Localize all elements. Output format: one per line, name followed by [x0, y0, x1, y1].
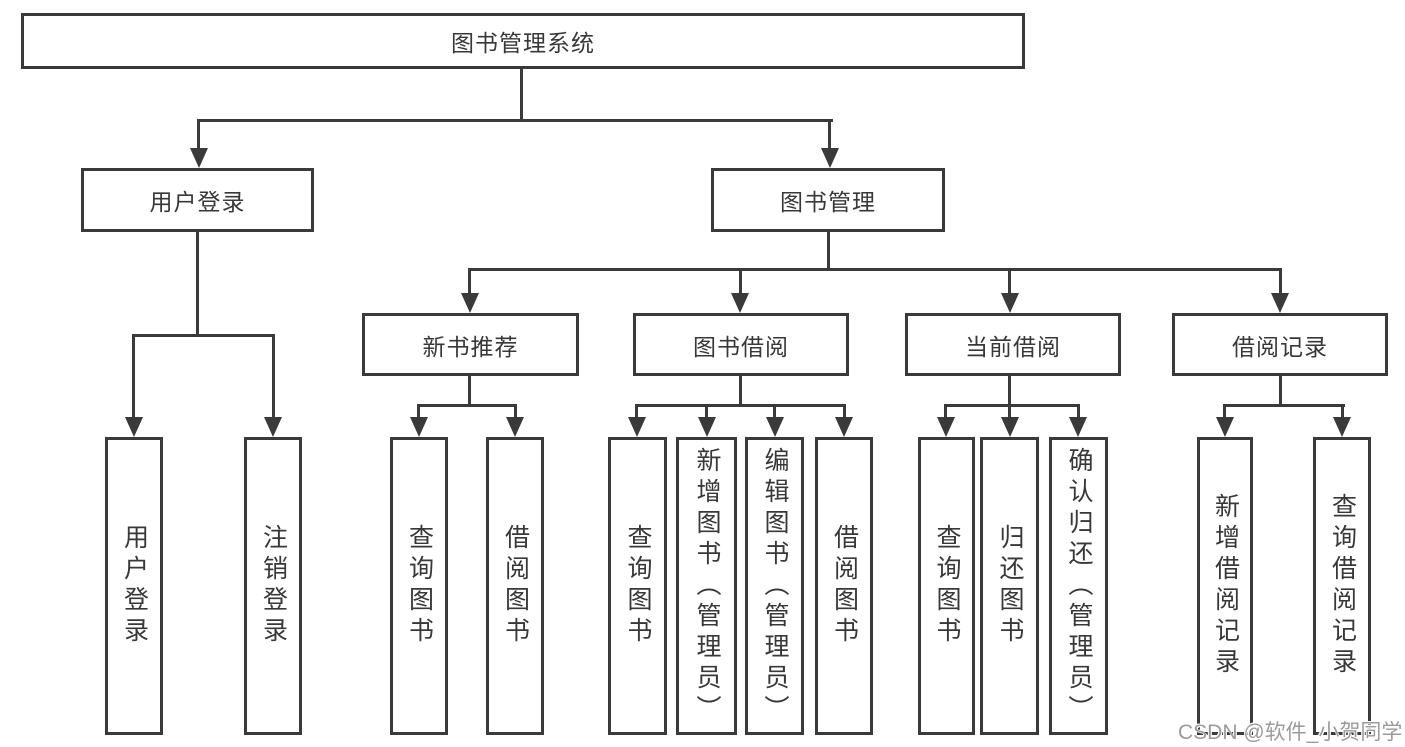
connector: [468, 268, 1282, 271]
connector: [417, 404, 517, 407]
connector: [1077, 404, 1080, 420]
leaf-add-borrow-record: 新增借阅记录: [1197, 437, 1253, 735]
leaf-borrow-books-recommend: 借阅图书: [486, 437, 544, 735]
connector: [944, 404, 1080, 407]
node-new-book-recommend: 新书推荐: [362, 313, 579, 376]
connector: [468, 376, 471, 407]
arrowhead-down-icon: [125, 417, 143, 437]
node-label: 用户登录: [120, 524, 149, 648]
leaf-return-book: 归还图书: [980, 437, 1039, 735]
node-label: 注销登录: [259, 524, 288, 648]
node-label: 归还图书: [996, 524, 1024, 648]
node-label: 用户登录: [149, 189, 246, 215]
node-label: 借阅图书: [501, 524, 530, 648]
arrowhead-down-icon: [821, 148, 839, 168]
connector: [1341, 404, 1344, 420]
arrowhead-down-icon: [1216, 417, 1234, 437]
arrowhead-down-icon: [766, 417, 784, 437]
connector: [1223, 404, 1226, 420]
connector: [1008, 404, 1011, 420]
node-book-borrowing: 图书借阅: [633, 313, 849, 376]
node-book-management: 图书管理: [711, 168, 945, 232]
csdn-watermark: CSDN @软件_小贺同学: [1178, 721, 1403, 744]
node-library-management-system: 图书管理系统: [21, 13, 1025, 69]
leaf-add-book-admin: 新增图书（管理员）: [676, 437, 737, 735]
leaf-edit-book-admin: 编辑图书（管理员）: [745, 437, 804, 735]
node-label: 当前借阅: [965, 333, 1061, 360]
arrowhead-down-icon: [731, 293, 749, 313]
node-current-borrowing: 当前借阅: [905, 313, 1121, 376]
connector: [197, 119, 200, 152]
connector: [1008, 268, 1011, 297]
node-user-login: 用户登录: [81, 168, 314, 232]
leaf-confirm-return-admin: 确认归还（管理员）: [1049, 437, 1108, 735]
node-label: 查询图书: [405, 524, 434, 648]
arrowhead-down-icon: [1001, 293, 1019, 313]
arrowhead-down-icon: [264, 417, 282, 437]
arrowhead-down-icon: [1271, 293, 1289, 313]
connector: [514, 404, 517, 420]
node-label: 查询借阅记录: [1328, 493, 1357, 679]
arrowhead-down-icon: [190, 148, 208, 168]
node-label: 新增借阅记录: [1211, 493, 1240, 679]
leaf-logout: 注销登录: [244, 437, 302, 735]
arrowhead-down-icon: [1333, 417, 1351, 437]
arrowhead-down-icon: [937, 417, 955, 437]
connector: [739, 376, 742, 407]
connector: [843, 404, 846, 420]
leaf-borrow-books-borrowing: 借阅图书: [815, 437, 873, 735]
connector: [739, 268, 742, 297]
leaf-query-books-borrowing: 查询图书: [608, 437, 667, 735]
node-label: 新书推荐: [422, 333, 519, 360]
connector: [197, 119, 833, 122]
connector: [520, 69, 523, 122]
connector: [132, 334, 135, 419]
node-label: 编辑图书（管理员）: [761, 446, 789, 726]
leaf-user-login: 用户登录: [105, 437, 163, 735]
node-label: 新增图书（管理员）: [693, 446, 721, 726]
connector: [635, 404, 846, 407]
connector: [1279, 268, 1282, 297]
connector: [635, 404, 638, 420]
connector: [196, 232, 199, 336]
arrowhead-down-icon: [698, 417, 716, 437]
arrowhead-down-icon: [461, 293, 479, 313]
node-label: 查询图书: [624, 524, 652, 648]
connector: [827, 232, 830, 271]
node-label: 查询图书: [933, 524, 961, 648]
node-label: 图书借阅: [693, 333, 789, 360]
connector: [1008, 376, 1011, 407]
leaf-query-books-current: 查询图书: [918, 437, 975, 735]
connector: [1223, 404, 1345, 407]
node-label: 图书管理: [780, 189, 876, 215]
connector: [828, 119, 831, 152]
node-label: 借阅记录: [1232, 333, 1328, 360]
connector: [417, 404, 420, 420]
arrowhead-down-icon: [410, 417, 428, 437]
node-label: 借阅图书: [830, 524, 859, 648]
connector: [944, 404, 947, 420]
connector: [705, 404, 708, 420]
connector: [272, 334, 275, 419]
connector: [1279, 376, 1282, 407]
arrowhead-down-icon: [1069, 417, 1087, 437]
connector: [468, 268, 471, 297]
connector: [773, 404, 776, 420]
arrowhead-down-icon: [1001, 417, 1019, 437]
node-label: 图书管理系统: [451, 30, 595, 56]
arrowhead-down-icon: [628, 417, 646, 437]
arrowhead-down-icon: [506, 417, 524, 437]
connector: [132, 334, 275, 337]
leaf-query-borrow-record: 查询借阅记录: [1313, 437, 1371, 735]
node-label: 确认归还（管理员）: [1065, 446, 1093, 726]
leaf-query-books-recommend: 查询图书: [390, 437, 448, 735]
node-borrowing-records: 借阅记录: [1172, 313, 1388, 376]
arrowhead-down-icon: [835, 417, 853, 437]
